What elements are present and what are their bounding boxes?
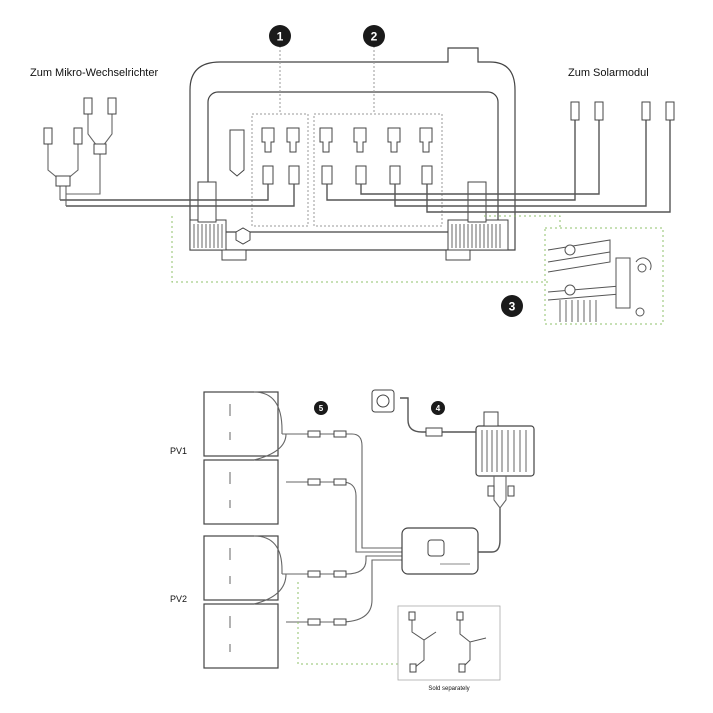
vent-fins-left	[189, 219, 227, 251]
label-sold-separately: Sold separately	[428, 686, 469, 692]
screw-icon	[635, 307, 645, 317]
label-inverter-side: Zum Mikro-Wechselrichter	[30, 67, 158, 79]
marker-4: 4	[431, 401, 445, 415]
label-pv2: PV2	[170, 594, 187, 604]
device-top-view: 1 2 3 Zum Mikro-Wechselrichter Zum Solar…	[30, 25, 675, 325]
ac-connector	[425, 427, 443, 437]
marker-5: 5	[314, 401, 328, 415]
detail-callout-box	[544, 227, 664, 325]
sold-separately-box: Sold separately	[397, 605, 501, 692]
micro-inverter	[475, 411, 535, 477]
svg-text:4: 4	[436, 404, 441, 413]
mc4-sockets-group-2	[319, 127, 433, 185]
wiring-diagram: PV1 PV2	[170, 389, 535, 692]
vent-fins-right	[447, 219, 509, 251]
string-connectors	[307, 430, 347, 626]
hex-screw-icon	[235, 227, 251, 245]
mc4-sockets-group-1	[261, 127, 300, 185]
solar-side-connectors	[570, 101, 675, 121]
marker-3: 3	[501, 295, 523, 317]
svg-text:2: 2	[371, 30, 378, 44]
solar-panel-1	[203, 391, 279, 457]
screw-icon	[637, 263, 647, 273]
label-pv1: PV1	[170, 446, 187, 456]
label-solar-side: Zum Solarmodul	[568, 67, 649, 79]
svg-text:3: 3	[509, 300, 516, 314]
detail-inset	[547, 239, 652, 322]
inverter-side-connectors	[43, 97, 117, 145]
rotate-arrow-icon	[635, 257, 652, 271]
svg-text:1: 1	[277, 30, 284, 44]
power-socket-icon	[427, 539, 445, 557]
solar-panel-2	[203, 459, 279, 525]
port-group-1	[251, 113, 309, 227]
latch-icon	[229, 129, 245, 177]
port-group-2	[313, 113, 443, 227]
storage-unit	[401, 527, 479, 575]
wall-socket-icon	[371, 389, 395, 413]
marker-2: 2	[363, 25, 385, 47]
svg-text:5: 5	[319, 404, 324, 413]
solar-panel-4	[203, 603, 279, 669]
marker-1: 1	[269, 25, 291, 47]
solar-panel-3	[203, 535, 279, 601]
